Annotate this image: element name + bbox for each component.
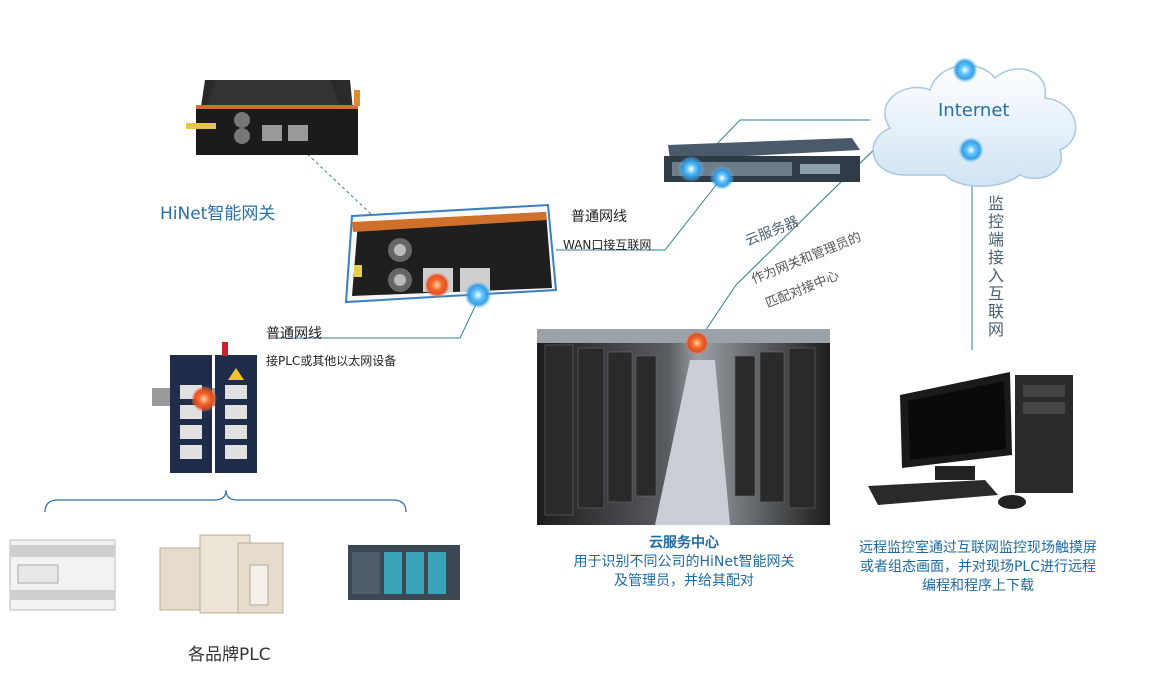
- cloud-center-title: 云服务中心: [649, 535, 719, 551]
- server-room-image: [537, 329, 830, 525]
- dashed-link-gateway: [302, 149, 373, 216]
- plc-brace: [44, 489, 407, 513]
- link-gateway-switch: [556, 179, 721, 251]
- remote-line3: 编程和程序上下载: [922, 578, 1034, 594]
- cloud-icon: [872, 64, 1077, 187]
- ethernet-cable-label-1: 普通网线: [571, 209, 627, 225]
- cloud-center-line2: 及管理员，并给其配对: [614, 573, 754, 589]
- computer-image: [868, 372, 1073, 509]
- plc-brands-label: 各品牌PLC: [188, 645, 271, 665]
- node-plc-switch: [191, 386, 217, 412]
- gateway-device-top: [186, 80, 360, 155]
- node-internet-2: [958, 137, 984, 163]
- ethernet-cable-label-2: 普通网线: [266, 326, 322, 342]
- plc-mitsubishi: [9, 539, 116, 611]
- monitor-access-label: 监控端接入互联网: [985, 195, 1004, 339]
- gateway-title: HiNet智能网关: [160, 204, 276, 224]
- plc-siemens: [348, 545, 460, 600]
- wan-note: WAN口接互联网: [563, 238, 652, 252]
- gateway-device-zoomed: [344, 203, 558, 304]
- node-markers: [191, 57, 984, 412]
- internet-label: Internet: [938, 100, 1010, 121]
- plc-schneider: [159, 534, 284, 614]
- remote-caption: 远程监控室通过互联网监控现场触摸屏 或者组态画面，并对现场PLC进行远程 编程和…: [832, 539, 1124, 596]
- node-switch-1: [678, 156, 704, 182]
- node-switch-2: [710, 166, 734, 190]
- link-gateway-plc-switch: [275, 295, 481, 339]
- cloud-center-line1: 用于识别不同公司的HiNet智能网关: [573, 554, 795, 570]
- node-server: [685, 331, 709, 355]
- node-gateway-blue: [464, 281, 492, 309]
- node-gateway-red: [424, 272, 450, 298]
- remote-line1: 远程监控室通过互联网监控现场触摸屏: [859, 540, 1097, 556]
- remote-line2: 或者组态画面，并对现场PLC进行远程: [859, 559, 1097, 575]
- node-internet-1: [952, 57, 978, 83]
- cloud-center-caption: 云服务中心 用于识别不同公司的HiNet智能网关 及管理员，并给其配对: [545, 534, 823, 591]
- plc-note: 接PLC或其他以太网设备: [266, 354, 397, 368]
